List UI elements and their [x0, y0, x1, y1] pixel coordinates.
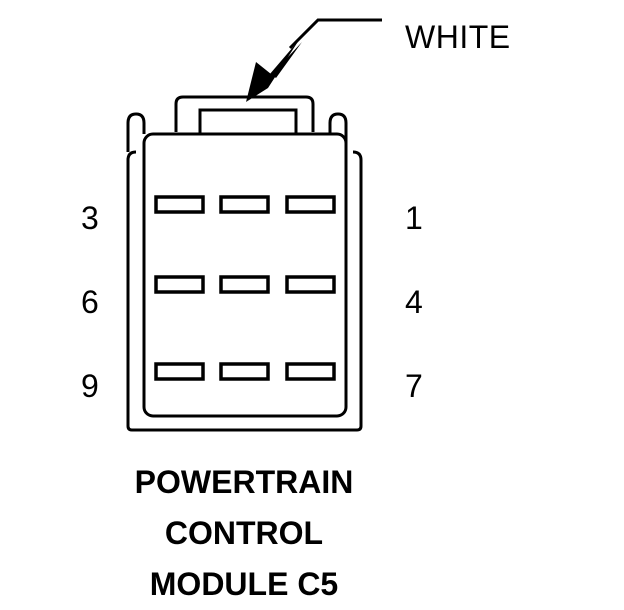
pin-cavity-8: [219, 362, 270, 381]
pin-number-right-top: 1: [405, 200, 423, 236]
caption-line-3: MODULE C5: [149, 566, 339, 602]
connector-caption: POWERTRAIN CONTROL MODULE C5: [104, 457, 384, 610]
pin-number-left-bottom: 9: [81, 368, 99, 404]
pin-number-right-middle: 4: [405, 284, 423, 320]
connector-left-ear: [126, 112, 146, 152]
caption-line-1: POWERTRAIN: [134, 464, 354, 500]
pin-cavity-6: [154, 275, 205, 294]
connector-latch: [174, 95, 315, 132]
connector-latch-window: [198, 108, 298, 136]
pin-cavities: [154, 195, 336, 381]
connector-right-ear: [328, 112, 348, 152]
pin-cavity-7: [285, 362, 336, 381]
pin-number-right-bottom: 7: [405, 368, 423, 404]
pin-cavity-9: [154, 362, 205, 381]
connector-inner-housing: [142, 132, 348, 418]
caption-line-2: CONTROL: [164, 515, 324, 551]
leader-line: [288, 18, 382, 50]
pin-cavity-4: [285, 275, 336, 294]
pin-number-left-middle: 6: [81, 284, 99, 320]
pin-cavity-2: [219, 195, 270, 214]
arrowhead-fill: [246, 40, 299, 102]
pin-cavity-1: [285, 195, 336, 214]
wire-color-label: WHITE: [405, 19, 511, 55]
pin-number-left-top: 3: [81, 200, 99, 236]
pin-cavity-3: [154, 195, 205, 214]
pin-cavity-5: [219, 275, 270, 294]
connector-outer-housing: [126, 150, 363, 432]
